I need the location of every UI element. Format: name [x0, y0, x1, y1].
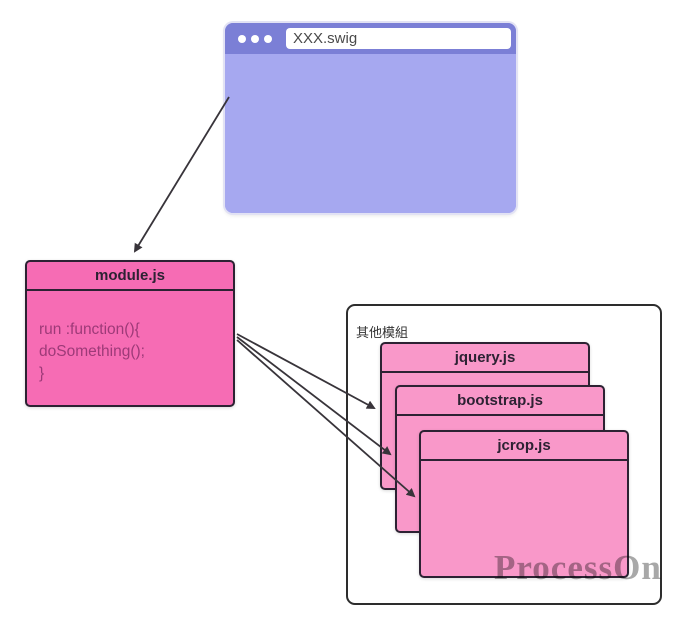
module-node[interactable]: module.js run :function(){ doSomething()…: [25, 260, 235, 407]
code-line: run :function(){: [39, 321, 140, 338]
module-node-code: run :function(){ doSomething(); }: [27, 291, 233, 385]
browser-titlebar: XXX.swig: [225, 23, 516, 54]
bootstrap-node-title: bootstrap.js: [397, 387, 603, 416]
browser-url-field: XXX.swig: [286, 28, 511, 49]
code-line: doSomething();: [39, 343, 145, 360]
code-line: }: [39, 365, 45, 382]
window-dot-icon: [264, 34, 272, 43]
window-dot-icon: [251, 34, 259, 43]
jcrop-node[interactable]: jcrop.js: [419, 430, 629, 578]
browser-body: [225, 54, 516, 213]
browser-window-shape[interactable]: XXX.swig: [225, 23, 516, 213]
jcrop-node-title: jcrop.js: [421, 432, 627, 461]
window-dot-icon: [238, 34, 246, 43]
group-label: 其他模組: [356, 325, 409, 340]
arrow-browser-to-module: [133, 96, 230, 253]
module-node-title: module.js: [27, 262, 233, 291]
jquery-node-title: jquery.js: [382, 344, 588, 373]
browser-title-text: XXX.swig: [293, 30, 358, 47]
